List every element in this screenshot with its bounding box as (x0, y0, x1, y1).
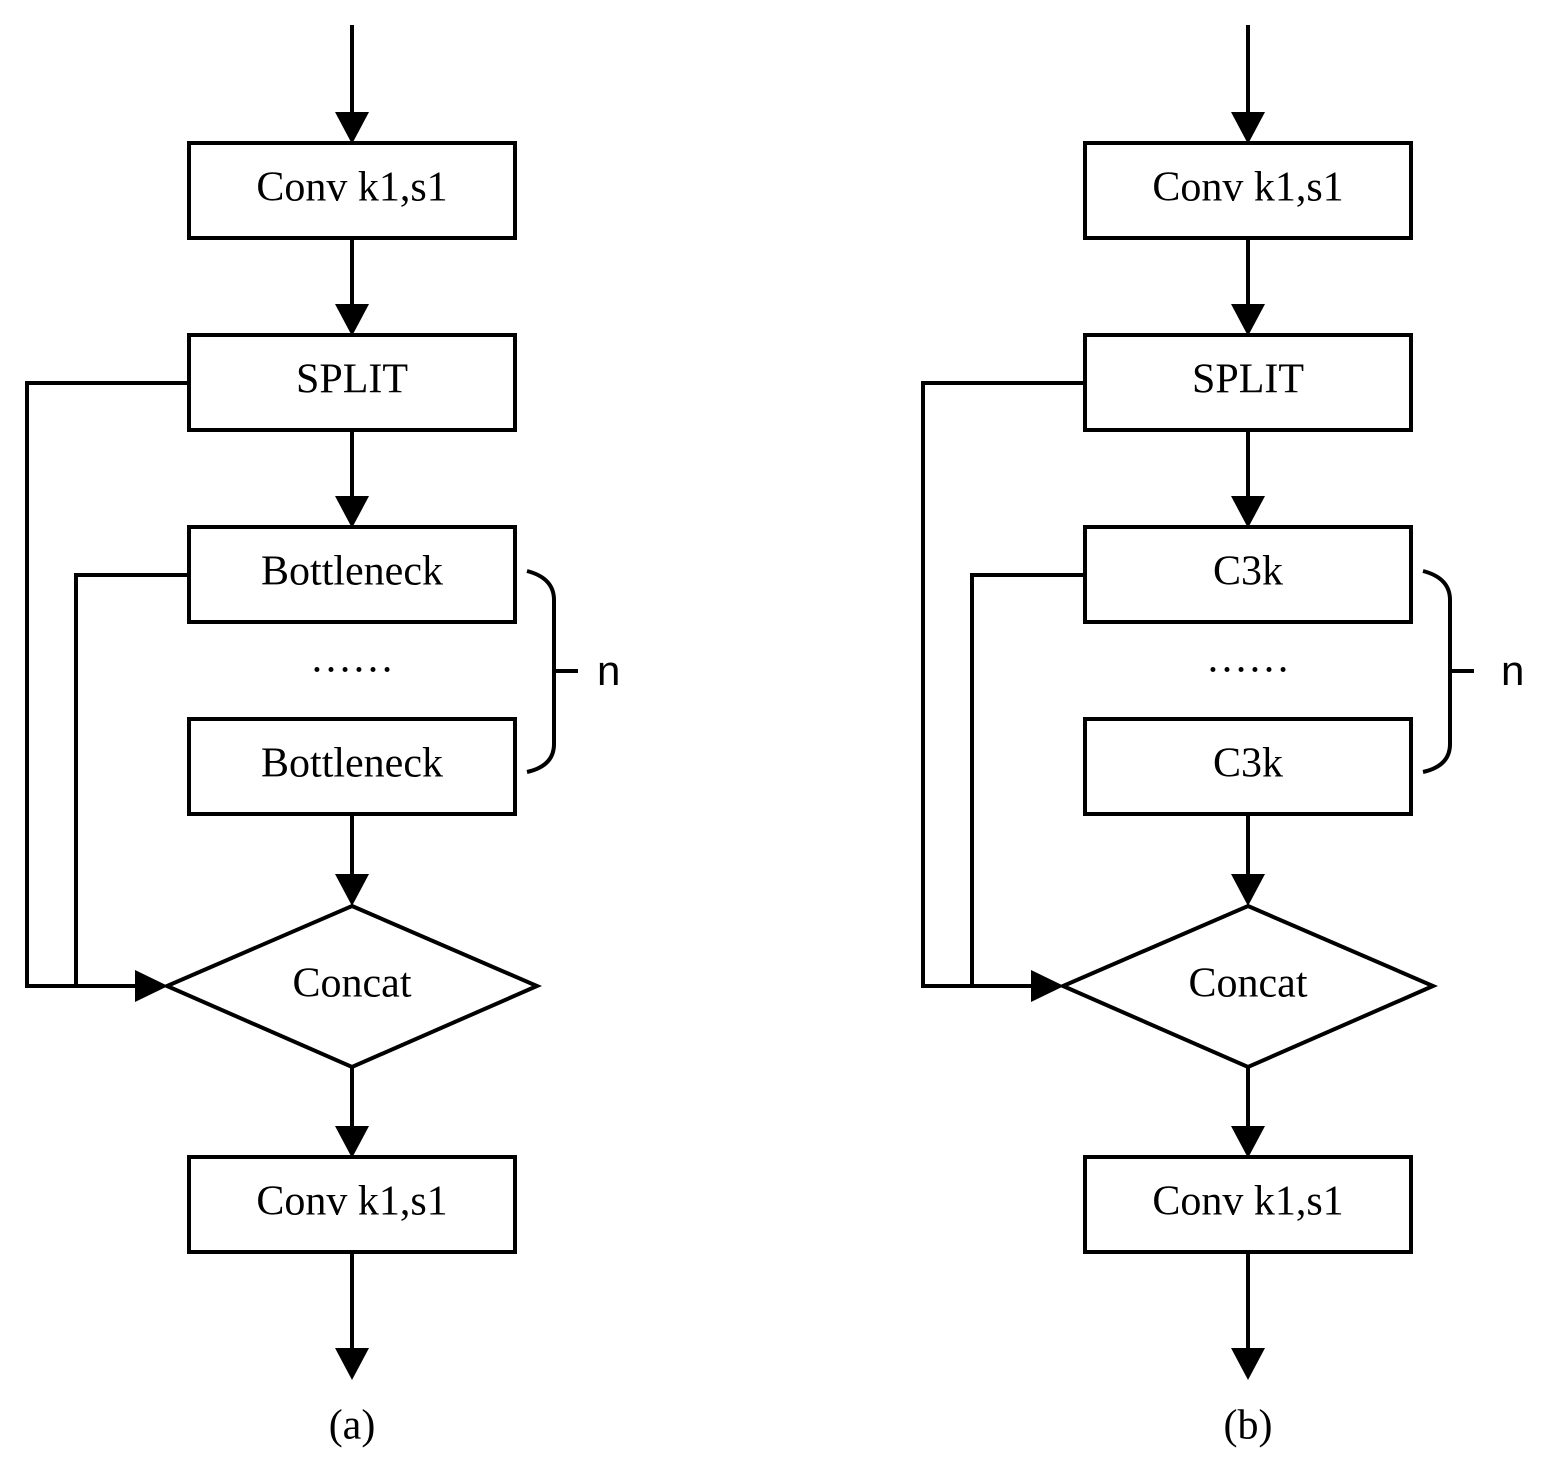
skip-arrowhead (135, 970, 168, 1002)
conv-to-split-arrowhead (1231, 304, 1265, 336)
panel-caption: (b) (1224, 1403, 1273, 1449)
conv-bottom-box (187, 1155, 517, 1254)
block-bottom-label: Bottleneck (261, 741, 443, 787)
ellipsis: …… (310, 636, 394, 682)
conv-bottom-label: Conv k1,s1 (256, 1179, 447, 1225)
conv-top-label: Conv k1,s1 (256, 165, 447, 211)
repeat-brace (1422, 569, 1474, 774)
block-top-label: Bottleneck (261, 549, 443, 595)
split-label: SPLIT (1192, 357, 1304, 403)
concat-label: Concat (1189, 961, 1308, 1007)
split-to-block-arrowhead (335, 496, 369, 528)
split-label: SPLIT (296, 357, 408, 403)
conv-bottom-label: Conv k1,s1 (1152, 1179, 1343, 1225)
input-arrowhead (1231, 112, 1265, 144)
block-to-concat-arrowhead (335, 874, 369, 906)
conv-to-split-arrowhead (335, 304, 369, 336)
block-bottom-label: C3k (1213, 741, 1283, 787)
ellipsis: …… (1206, 636, 1290, 682)
concat-label: Concat (293, 961, 412, 1007)
split-box (1083, 333, 1413, 432)
block-top-box (1083, 525, 1413, 624)
concat-to-conv-arrowhead (335, 1126, 369, 1158)
block-top-label: C3k (1213, 549, 1283, 595)
concat-to-conv-arrowhead (1231, 1126, 1265, 1158)
split-skip-connection (921, 381, 1085, 988)
panel-caption: (a) (329, 1403, 376, 1449)
repeat-label: n (597, 647, 620, 694)
output-arrowhead (335, 1348, 369, 1380)
split-skip-connection (25, 381, 189, 988)
block-skip-connection (74, 573, 189, 986)
conv-top-box (1083, 141, 1413, 240)
repeat-label: n (1501, 647, 1524, 694)
repeat-brace (526, 569, 578, 774)
panel-a: Conv k1,s1 SPLIT Bottleneck …… Bottlenec… (25, 25, 620, 1449)
skip-arrowhead (1031, 970, 1064, 1002)
block-top-box (187, 525, 517, 624)
input-arrowhead (335, 112, 369, 144)
output-arrowhead (1231, 1348, 1265, 1380)
block-to-concat-arrowhead (1231, 874, 1265, 906)
conv-top-label: Conv k1,s1 (1152, 165, 1343, 211)
block-bottom-box (1083, 717, 1413, 816)
split-box (187, 333, 517, 432)
panel-b: Conv k1,s1 SPLIT C3k …… C3k n Concat Con… (921, 25, 1524, 1449)
split-to-block-arrowhead (1231, 496, 1265, 528)
block-skip-connection (970, 573, 1085, 986)
